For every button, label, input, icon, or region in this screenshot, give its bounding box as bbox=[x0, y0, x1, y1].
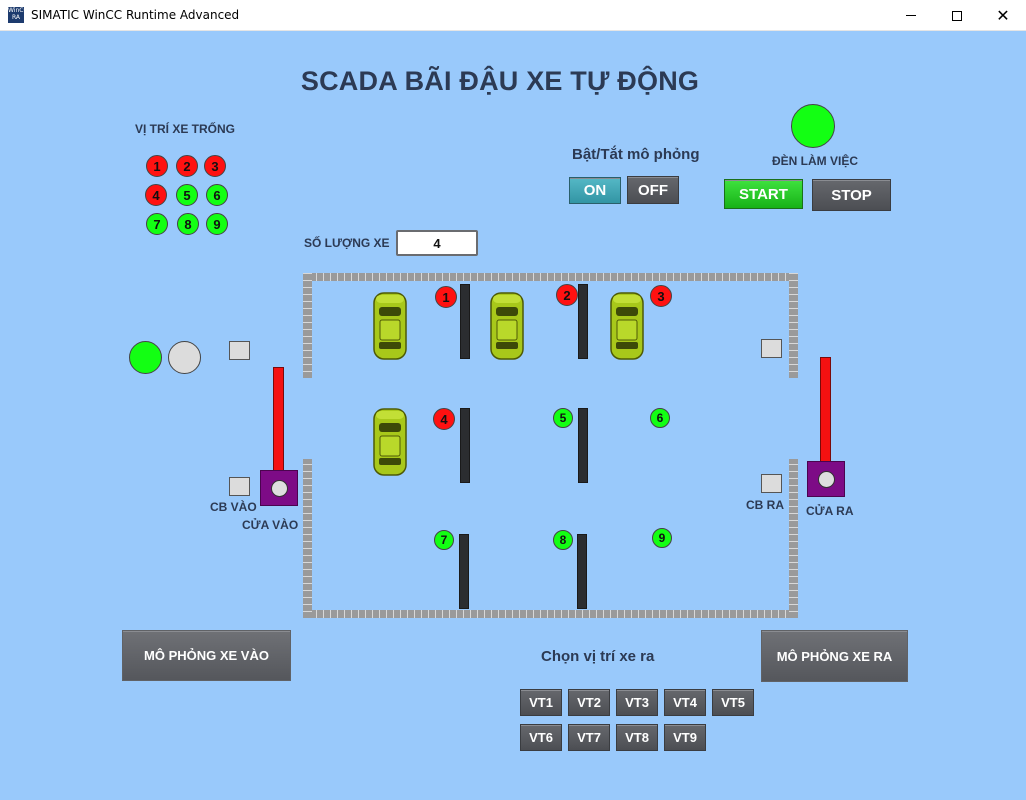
maximize-icon bbox=[952, 10, 962, 21]
lot-spot-indicator-5: 5 bbox=[553, 408, 573, 428]
exit-select-button-vt9[interactable]: VT9 bbox=[664, 724, 706, 751]
lot-spot-indicator-2: 2 bbox=[556, 284, 578, 306]
maximize-button[interactable] bbox=[934, 0, 980, 31]
exit-select-button-vt8[interactable]: VT8 bbox=[616, 724, 658, 751]
lot-divider bbox=[578, 284, 588, 359]
app-icon: WinCC RA bbox=[8, 7, 28, 23]
hmi-screen: SCADA BÃI ĐẬU XE TỰ ĐỘNG VỊ TRÍ XE TRỐNG… bbox=[0, 31, 1026, 800]
simulate-car-out-button[interactable]: MÔ PHỎNG XE RA bbox=[761, 630, 908, 682]
entrance-sensor-label: CB VÀO bbox=[210, 500, 257, 514]
stop-button[interactable]: STOP bbox=[812, 179, 891, 211]
lot-spot-indicator-4: 4 bbox=[433, 408, 455, 430]
lot-spot-indicator-7: 7 bbox=[434, 530, 454, 550]
lot-divider bbox=[460, 408, 470, 483]
gate-pivot-icon bbox=[817, 470, 835, 488]
minimize-icon bbox=[906, 15, 916, 16]
vacancy-indicator-1: 1 bbox=[146, 155, 168, 177]
exit-sensor bbox=[761, 474, 782, 493]
close-icon: ✕ bbox=[996, 6, 1010, 25]
vacancy-label: VỊ TRÍ XE TRỐNG bbox=[135, 122, 236, 136]
simulation-label: Bật/Tắt mô phỏng bbox=[572, 146, 700, 163]
lot-wall-top bbox=[303, 273, 798, 281]
lot-spot-indicator-6: 6 bbox=[650, 408, 670, 428]
exit-select-button-vt6[interactable]: VT6 bbox=[520, 724, 562, 751]
minimize-button[interactable] bbox=[888, 0, 934, 31]
lot-divider bbox=[578, 408, 588, 483]
entrance-sensor bbox=[229, 477, 250, 496]
exit-select-button-vt2[interactable]: VT2 bbox=[568, 689, 610, 716]
vacancy-indicator-8: 8 bbox=[177, 213, 199, 235]
exit-select-button-vt1[interactable]: VT1 bbox=[520, 689, 562, 716]
lot-divider bbox=[460, 284, 470, 359]
lot-spot-indicator-8: 8 bbox=[553, 530, 573, 550]
entrance-gate-motor bbox=[260, 470, 298, 506]
simulate-car-in-button[interactable]: MÔ PHỎNG XE VÀO bbox=[122, 630, 291, 681]
exit-select-button-vt4[interactable]: VT4 bbox=[664, 689, 706, 716]
vacancy-indicator-7: 7 bbox=[146, 213, 168, 235]
parked-car-icon bbox=[490, 292, 524, 360]
car-count-label: SỐ LƯỢNG XE bbox=[304, 236, 390, 250]
lot-divider bbox=[459, 534, 469, 609]
entrance-top-sensor bbox=[229, 341, 250, 360]
parked-car-icon bbox=[610, 292, 644, 360]
entrance-gate-label: CỬA VÀO bbox=[242, 518, 299, 532]
exit-select-button-vt7[interactable]: VT7 bbox=[568, 724, 610, 751]
entrance-gray-lamp bbox=[168, 341, 201, 374]
lot-wall-right-upper bbox=[789, 273, 798, 378]
work-light-label: ĐÈN LÀM VIỆC bbox=[772, 154, 859, 168]
exit-gate-label: CỬA RA bbox=[806, 504, 854, 518]
vacancy-indicator-2: 2 bbox=[176, 155, 198, 177]
entrance-barrier-arm bbox=[273, 367, 284, 472]
lot-divider bbox=[577, 534, 587, 609]
vacancy-indicator-5: 5 bbox=[176, 184, 198, 206]
exit-barrier-arm bbox=[820, 357, 831, 463]
lot-wall-right-lower bbox=[789, 459, 798, 618]
lot-spot-indicator-3: 3 bbox=[650, 285, 672, 307]
page-title: SCADA BÃI ĐẬU XE TỰ ĐỘNG bbox=[300, 66, 700, 96]
vacancy-indicator-6: 6 bbox=[206, 184, 228, 206]
exit-top-sensor bbox=[761, 339, 782, 358]
lot-wall-bottom bbox=[303, 610, 798, 618]
parked-car-icon bbox=[373, 408, 407, 476]
simulation-on-button[interactable]: ON bbox=[569, 177, 621, 204]
exit-select-button-vt3[interactable]: VT3 bbox=[616, 689, 658, 716]
exit-select-button-vt5[interactable]: VT5 bbox=[712, 689, 754, 716]
vacancy-indicator-9: 9 bbox=[206, 213, 228, 235]
lot-spot-indicator-9: 9 bbox=[652, 528, 672, 548]
lot-wall-left-upper bbox=[303, 273, 312, 378]
lot-wall-left-lower bbox=[303, 459, 312, 618]
vacancy-indicator-3: 3 bbox=[204, 155, 226, 177]
exit-gate-motor bbox=[807, 461, 845, 497]
parked-car-icon bbox=[373, 292, 407, 360]
vacancy-indicator-4: 4 bbox=[145, 184, 167, 206]
entrance-green-lamp bbox=[129, 341, 162, 374]
window-titlebar: WinCC RA SIMATIC WinCC Runtime Advanced … bbox=[0, 0, 1026, 31]
start-button[interactable]: START bbox=[724, 179, 803, 209]
window-title: SIMATIC WinCC Runtime Advanced bbox=[31, 8, 240, 22]
car-count-display: 4 bbox=[396, 230, 478, 256]
simulation-off-button[interactable]: OFF bbox=[627, 176, 679, 204]
work-light-lamp bbox=[791, 104, 835, 148]
exit-sensor-label: CB RA bbox=[746, 498, 784, 512]
lot-spot-indicator-1: 1 bbox=[435, 286, 457, 308]
close-button[interactable]: ✕ bbox=[980, 0, 1026, 31]
choose-exit-label: Chọn vị trí xe ra bbox=[541, 648, 655, 665]
gate-pivot-icon bbox=[270, 479, 288, 497]
